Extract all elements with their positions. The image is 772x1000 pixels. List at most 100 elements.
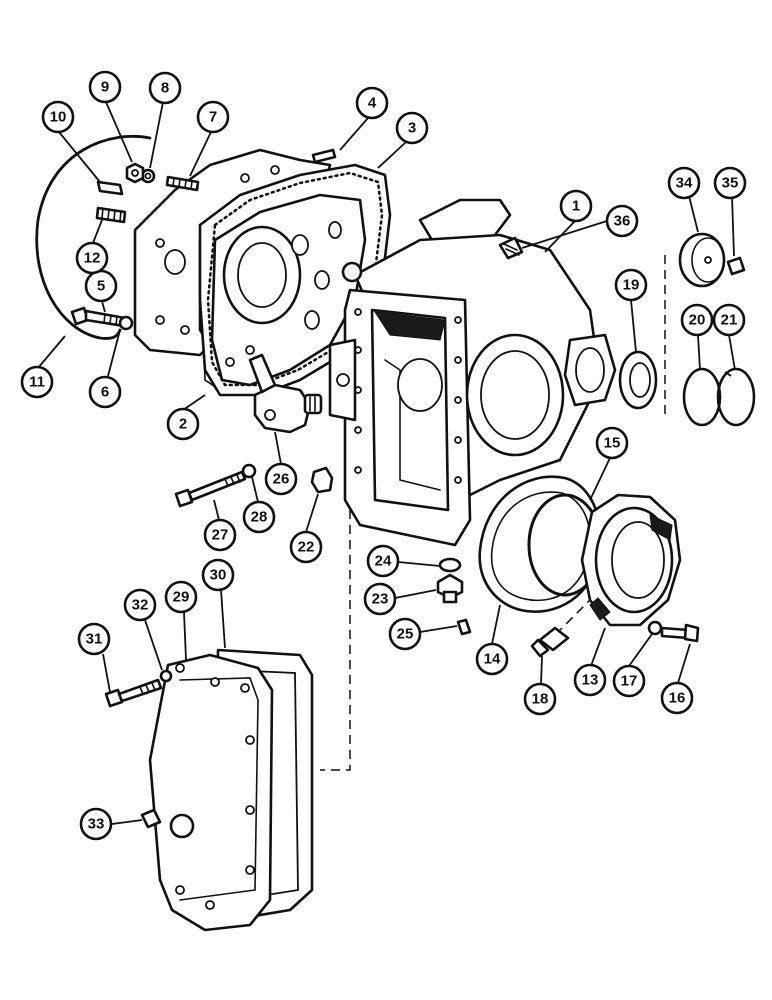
callout-36: 36 <box>605 204 639 238</box>
part-20-snap-ring <box>682 367 722 427</box>
callout-18-number: 18 <box>532 691 549 708</box>
callout-19-number: 19 <box>623 277 640 294</box>
callout-22-number: 22 <box>298 539 315 556</box>
callout-21-number: 21 <box>721 312 738 329</box>
callout-15-number: 15 <box>604 435 621 452</box>
callout-5: 5 <box>84 269 118 303</box>
part-18-fitting <box>530 626 570 658</box>
callout-32: 32 <box>123 588 157 622</box>
callout-11-number: 11 <box>29 374 45 391</box>
callout-34: 34 <box>667 166 701 200</box>
callout-32-number: 32 <box>132 597 149 614</box>
part-31-bolt <box>104 678 163 708</box>
callout-30-number: 30 <box>210 567 227 584</box>
callout-26: 26 <box>264 462 298 496</box>
part-1-main-housing <box>328 198 617 547</box>
callout-9-number: 9 <box>101 79 109 96</box>
part-17-washer <box>647 620 663 636</box>
part-34-cap <box>678 232 726 288</box>
callout-20-number: 20 <box>689 312 706 329</box>
callout-18: 18 <box>523 682 557 716</box>
callout-1-number: 1 <box>572 198 580 215</box>
callout-13-number: 13 <box>582 672 599 689</box>
callout-24: 24 <box>366 544 400 578</box>
part-10-dowel-pin <box>96 180 124 196</box>
callout-13: 13 <box>573 663 607 697</box>
part-35-screw <box>726 256 746 276</box>
callout-5-number: 5 <box>97 278 105 295</box>
callout-4: 4 <box>355 86 389 120</box>
callout-1: 1 <box>559 189 593 223</box>
part-19-seal <box>618 350 658 410</box>
callout-8-number: 8 <box>161 80 169 97</box>
callout-11: 11 <box>20 365 54 399</box>
callout-7: 7 <box>196 100 230 134</box>
callout-29-number: 29 <box>173 589 190 606</box>
callout-31-number: 31 <box>86 631 103 648</box>
part-32-washer <box>159 669 173 683</box>
part-28-washer <box>241 463 257 479</box>
callout-33-number: 33 <box>88 816 105 833</box>
callout-7-number: 7 <box>209 109 217 126</box>
callout-10: 10 <box>41 100 75 134</box>
callout-27-number: 27 <box>212 527 229 544</box>
callout-10-number: 10 <box>50 109 67 126</box>
part-36-plug <box>498 236 524 260</box>
callout-22: 22 <box>289 530 323 564</box>
part-12-set-screw <box>95 206 127 224</box>
callout-19: 19 <box>614 268 648 302</box>
part-23-drain-plug <box>436 573 464 604</box>
callout-14-number: 14 <box>484 651 501 668</box>
part-11-o-ring <box>35 134 152 340</box>
callout-3: 3 <box>395 111 429 145</box>
callout-2-number: 2 <box>179 416 187 433</box>
part-27-bolt <box>174 470 247 508</box>
part-9-nut <box>125 162 145 184</box>
callout-25: 25 <box>388 617 422 651</box>
part-4-dowel <box>311 148 337 164</box>
part-7-stud <box>165 175 200 192</box>
part-21-snap-ring <box>716 367 756 427</box>
callout-9: 9 <box>88 70 122 104</box>
part-6-washer <box>118 315 134 331</box>
callout-28-number: 28 <box>251 509 268 526</box>
callout-35: 35 <box>713 166 747 200</box>
callout-12: 12 <box>75 241 109 275</box>
callout-36-number: 36 <box>614 213 631 230</box>
part-2-bearing-housing <box>210 193 367 387</box>
callout-21: 21 <box>712 303 746 337</box>
callout-28: 28 <box>242 500 276 534</box>
part-22-plug <box>310 466 334 494</box>
callout-25-number: 25 <box>397 626 414 643</box>
callout-35-number: 35 <box>722 175 739 192</box>
callout-26-number: 26 <box>273 471 290 488</box>
part-25-fitting <box>456 618 472 636</box>
part-5-bolt <box>70 306 127 328</box>
part-29-cover <box>148 653 274 932</box>
callout-20: 20 <box>680 303 714 337</box>
callout-6-number: 6 <box>101 384 109 401</box>
callout-16-number: 16 <box>669 690 686 707</box>
callout-23-number: 23 <box>372 591 389 608</box>
callout-27: 27 <box>203 518 237 552</box>
callout-17-number: 17 <box>621 673 638 690</box>
callout-33: 33 <box>79 807 113 841</box>
callout-3-number: 3 <box>408 120 416 137</box>
part-26-valve-assembly <box>248 353 323 434</box>
callout-2: 2 <box>166 407 200 441</box>
callout-23: 23 <box>363 582 397 616</box>
part-16-bolt <box>660 623 700 643</box>
callout-34-number: 34 <box>676 175 693 192</box>
callout-29: 29 <box>164 580 198 614</box>
callout-4-number: 4 <box>368 95 377 112</box>
callout-6: 6 <box>88 375 122 409</box>
callout-17: 17 <box>612 664 646 698</box>
callout-31: 31 <box>77 622 111 656</box>
part-24-washer <box>438 557 462 573</box>
callout-16: 16 <box>660 681 694 715</box>
part-33-plug <box>140 808 162 829</box>
part-13-retainer <box>580 493 682 627</box>
callout-15: 15 <box>595 426 629 460</box>
part-14-gasket <box>478 475 602 613</box>
